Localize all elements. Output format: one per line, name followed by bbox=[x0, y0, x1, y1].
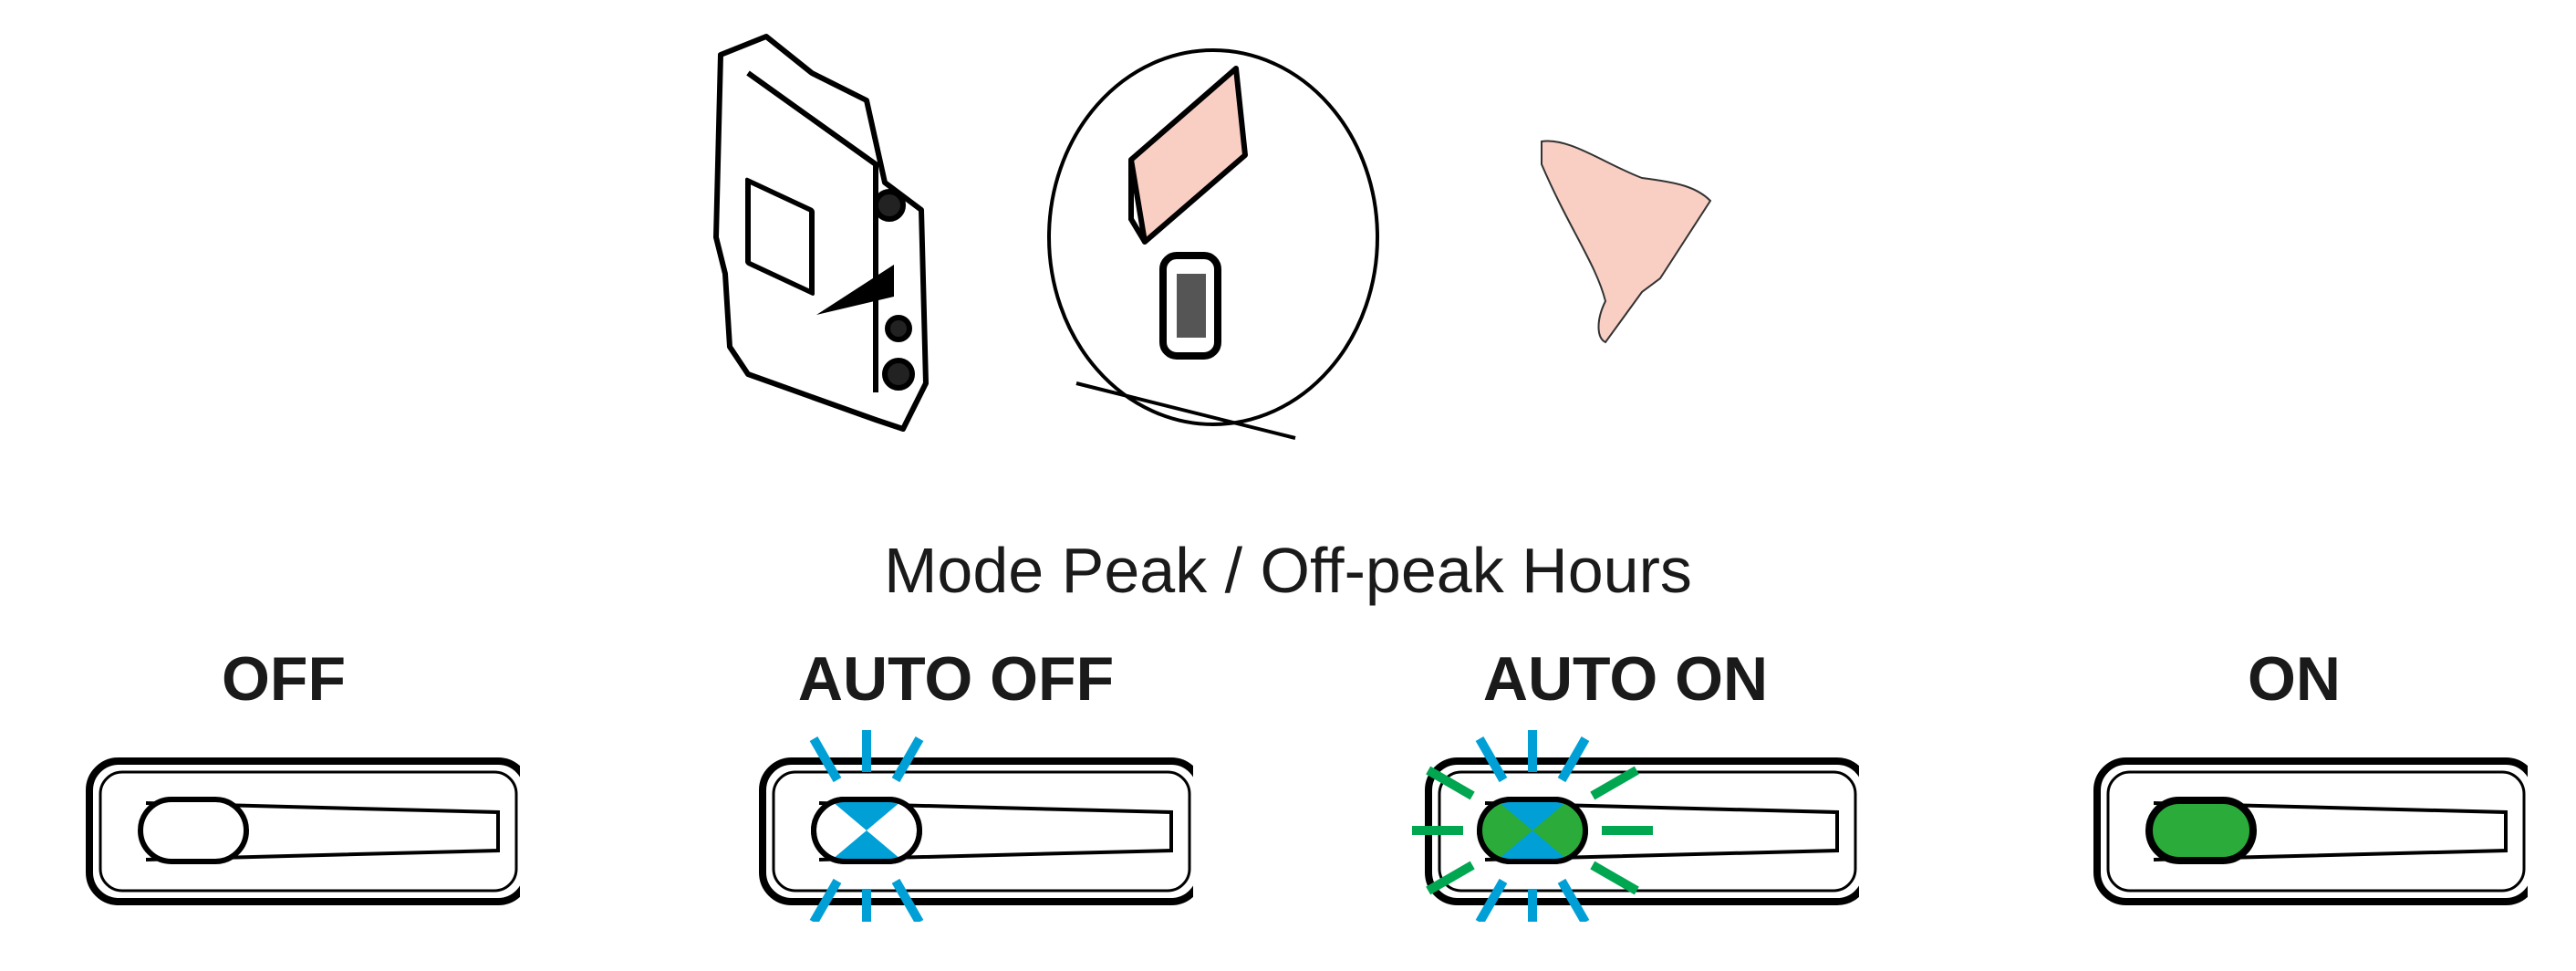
led-outline bbox=[811, 797, 922, 864]
mode-title: Mode Peak / Off-peak Hours bbox=[884, 535, 1692, 606]
blink-ray bbox=[891, 736, 924, 783]
blink-ray bbox=[809, 736, 842, 783]
blink-ray bbox=[1590, 766, 1639, 800]
mode-label-auto-on: AUTO ON bbox=[1482, 644, 1769, 714]
mode-label-on: ON bbox=[2248, 644, 2341, 714]
switch-off bbox=[46, 730, 520, 922]
switch-auto-off bbox=[719, 730, 1193, 922]
din-rail-device bbox=[713, 34, 929, 432]
blink-ray bbox=[1590, 861, 1639, 895]
blink-ray bbox=[891, 878, 924, 922]
led-green bbox=[2147, 799, 2255, 862]
led-blue-segment bbox=[1498, 801, 1567, 860]
blink-ray bbox=[1475, 736, 1508, 783]
blink-ray bbox=[1475, 878, 1508, 922]
zoom-circle bbox=[1047, 48, 1379, 440]
led-blue-segment bbox=[832, 801, 901, 860]
blink-ray bbox=[1426, 766, 1475, 800]
mode-label-off: OFF bbox=[222, 644, 346, 714]
blink-ray bbox=[1557, 736, 1590, 783]
switch-on bbox=[2053, 730, 2528, 922]
callout-pointer bbox=[816, 265, 894, 315]
switch-auto-on bbox=[1412, 730, 1859, 922]
finger-icon bbox=[1541, 140, 1712, 344]
blink-ray bbox=[809, 878, 842, 922]
blink-ray bbox=[1426, 861, 1475, 895]
device-illustration bbox=[713, 34, 1712, 440]
led-outline bbox=[1477, 797, 1588, 864]
mode-label-auto-off: AUTO OFF bbox=[797, 644, 1115, 714]
blink-ray bbox=[1557, 878, 1590, 922]
